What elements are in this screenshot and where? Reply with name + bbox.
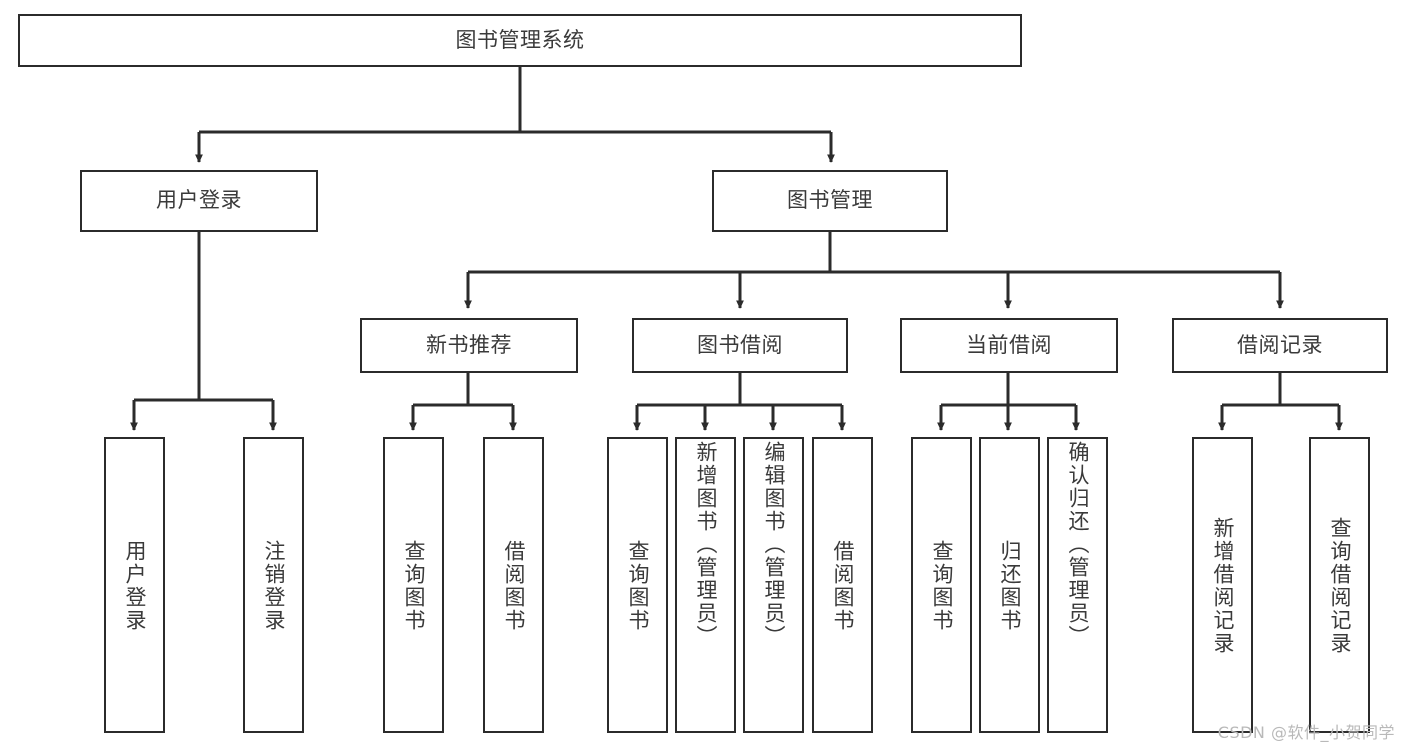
node-borrow-record[interactable]: 借阅记录 [1172,318,1388,373]
leaf-new-book-borrow-label: 借阅图书 [501,540,526,632]
node-root-label: 图书管理系统 [455,27,585,52]
node-user-login-label: 用户登录 [156,188,242,213]
leaf-current-borrow-query-label: 查询图书 [929,540,954,632]
leaf-user-login-signout-label: 注销登录 [261,540,286,632]
leaf-borrow-record-add-label: 新增借阅记录 [1210,517,1235,655]
leaf-new-book-query-label: 查询图书 [401,540,426,632]
watermark: CSDN @软件_小贺同学 [1217,723,1395,742]
leaf-new-book-query[interactable]: 查询图书 [383,437,444,733]
leaf-current-borrow-query[interactable]: 查询图书 [911,437,972,733]
leaf-borrow-record-add[interactable]: 新增借阅记录 [1192,437,1253,733]
node-root[interactable]: 图书管理系统 [18,14,1022,67]
node-current-borrow-label: 当前借阅 [966,332,1052,357]
leaf-book-borrow-edit[interactable]: 编辑图书（管理员） [743,437,804,733]
node-new-book-recommend[interactable]: 新书推荐 [360,318,578,373]
leaf-book-borrow-borrow[interactable]: 借阅图书 [812,437,873,733]
node-new-book-recommend-label: 新书推荐 [426,332,512,357]
leaf-user-login-signout[interactable]: 注销登录 [243,437,304,733]
leaf-book-borrow-query-label: 查询图书 [625,540,650,632]
node-book-management[interactable]: 图书管理 [712,170,948,232]
node-current-borrow[interactable]: 当前借阅 [900,318,1118,373]
leaf-book-borrow-add-label: 新增图书（管理员） [693,441,718,648]
leaf-borrow-record-query[interactable]: 查询借阅记录 [1309,437,1370,733]
node-borrow-record-label: 借阅记录 [1237,332,1323,357]
leaf-user-login-signin-label: 用户登录 [122,540,147,632]
leaf-borrow-record-query-label: 查询借阅记录 [1327,517,1352,655]
leaf-new-book-borrow[interactable]: 借阅图书 [483,437,544,733]
leaf-book-borrow-query[interactable]: 查询图书 [607,437,668,733]
leaf-current-borrow-confirm[interactable]: 确认归还（管理员） [1047,437,1108,733]
leaf-book-borrow-add[interactable]: 新增图书（管理员） [675,437,736,733]
leaf-book-borrow-edit-label: 编辑图书（管理员） [761,441,786,648]
node-book-borrow-label: 图书借阅 [697,332,783,357]
leaf-current-borrow-return-label: 归还图书 [997,540,1022,632]
node-book-borrow[interactable]: 图书借阅 [632,318,848,373]
node-user-login[interactable]: 用户登录 [80,170,318,232]
leaf-book-borrow-borrow-label: 借阅图书 [830,540,855,632]
node-book-management-label: 图书管理 [787,188,873,213]
leaf-current-borrow-confirm-label: 确认归还（管理员） [1065,441,1090,648]
leaf-current-borrow-return[interactable]: 归还图书 [979,437,1040,733]
leaf-user-login-signin[interactable]: 用户登录 [104,437,165,733]
